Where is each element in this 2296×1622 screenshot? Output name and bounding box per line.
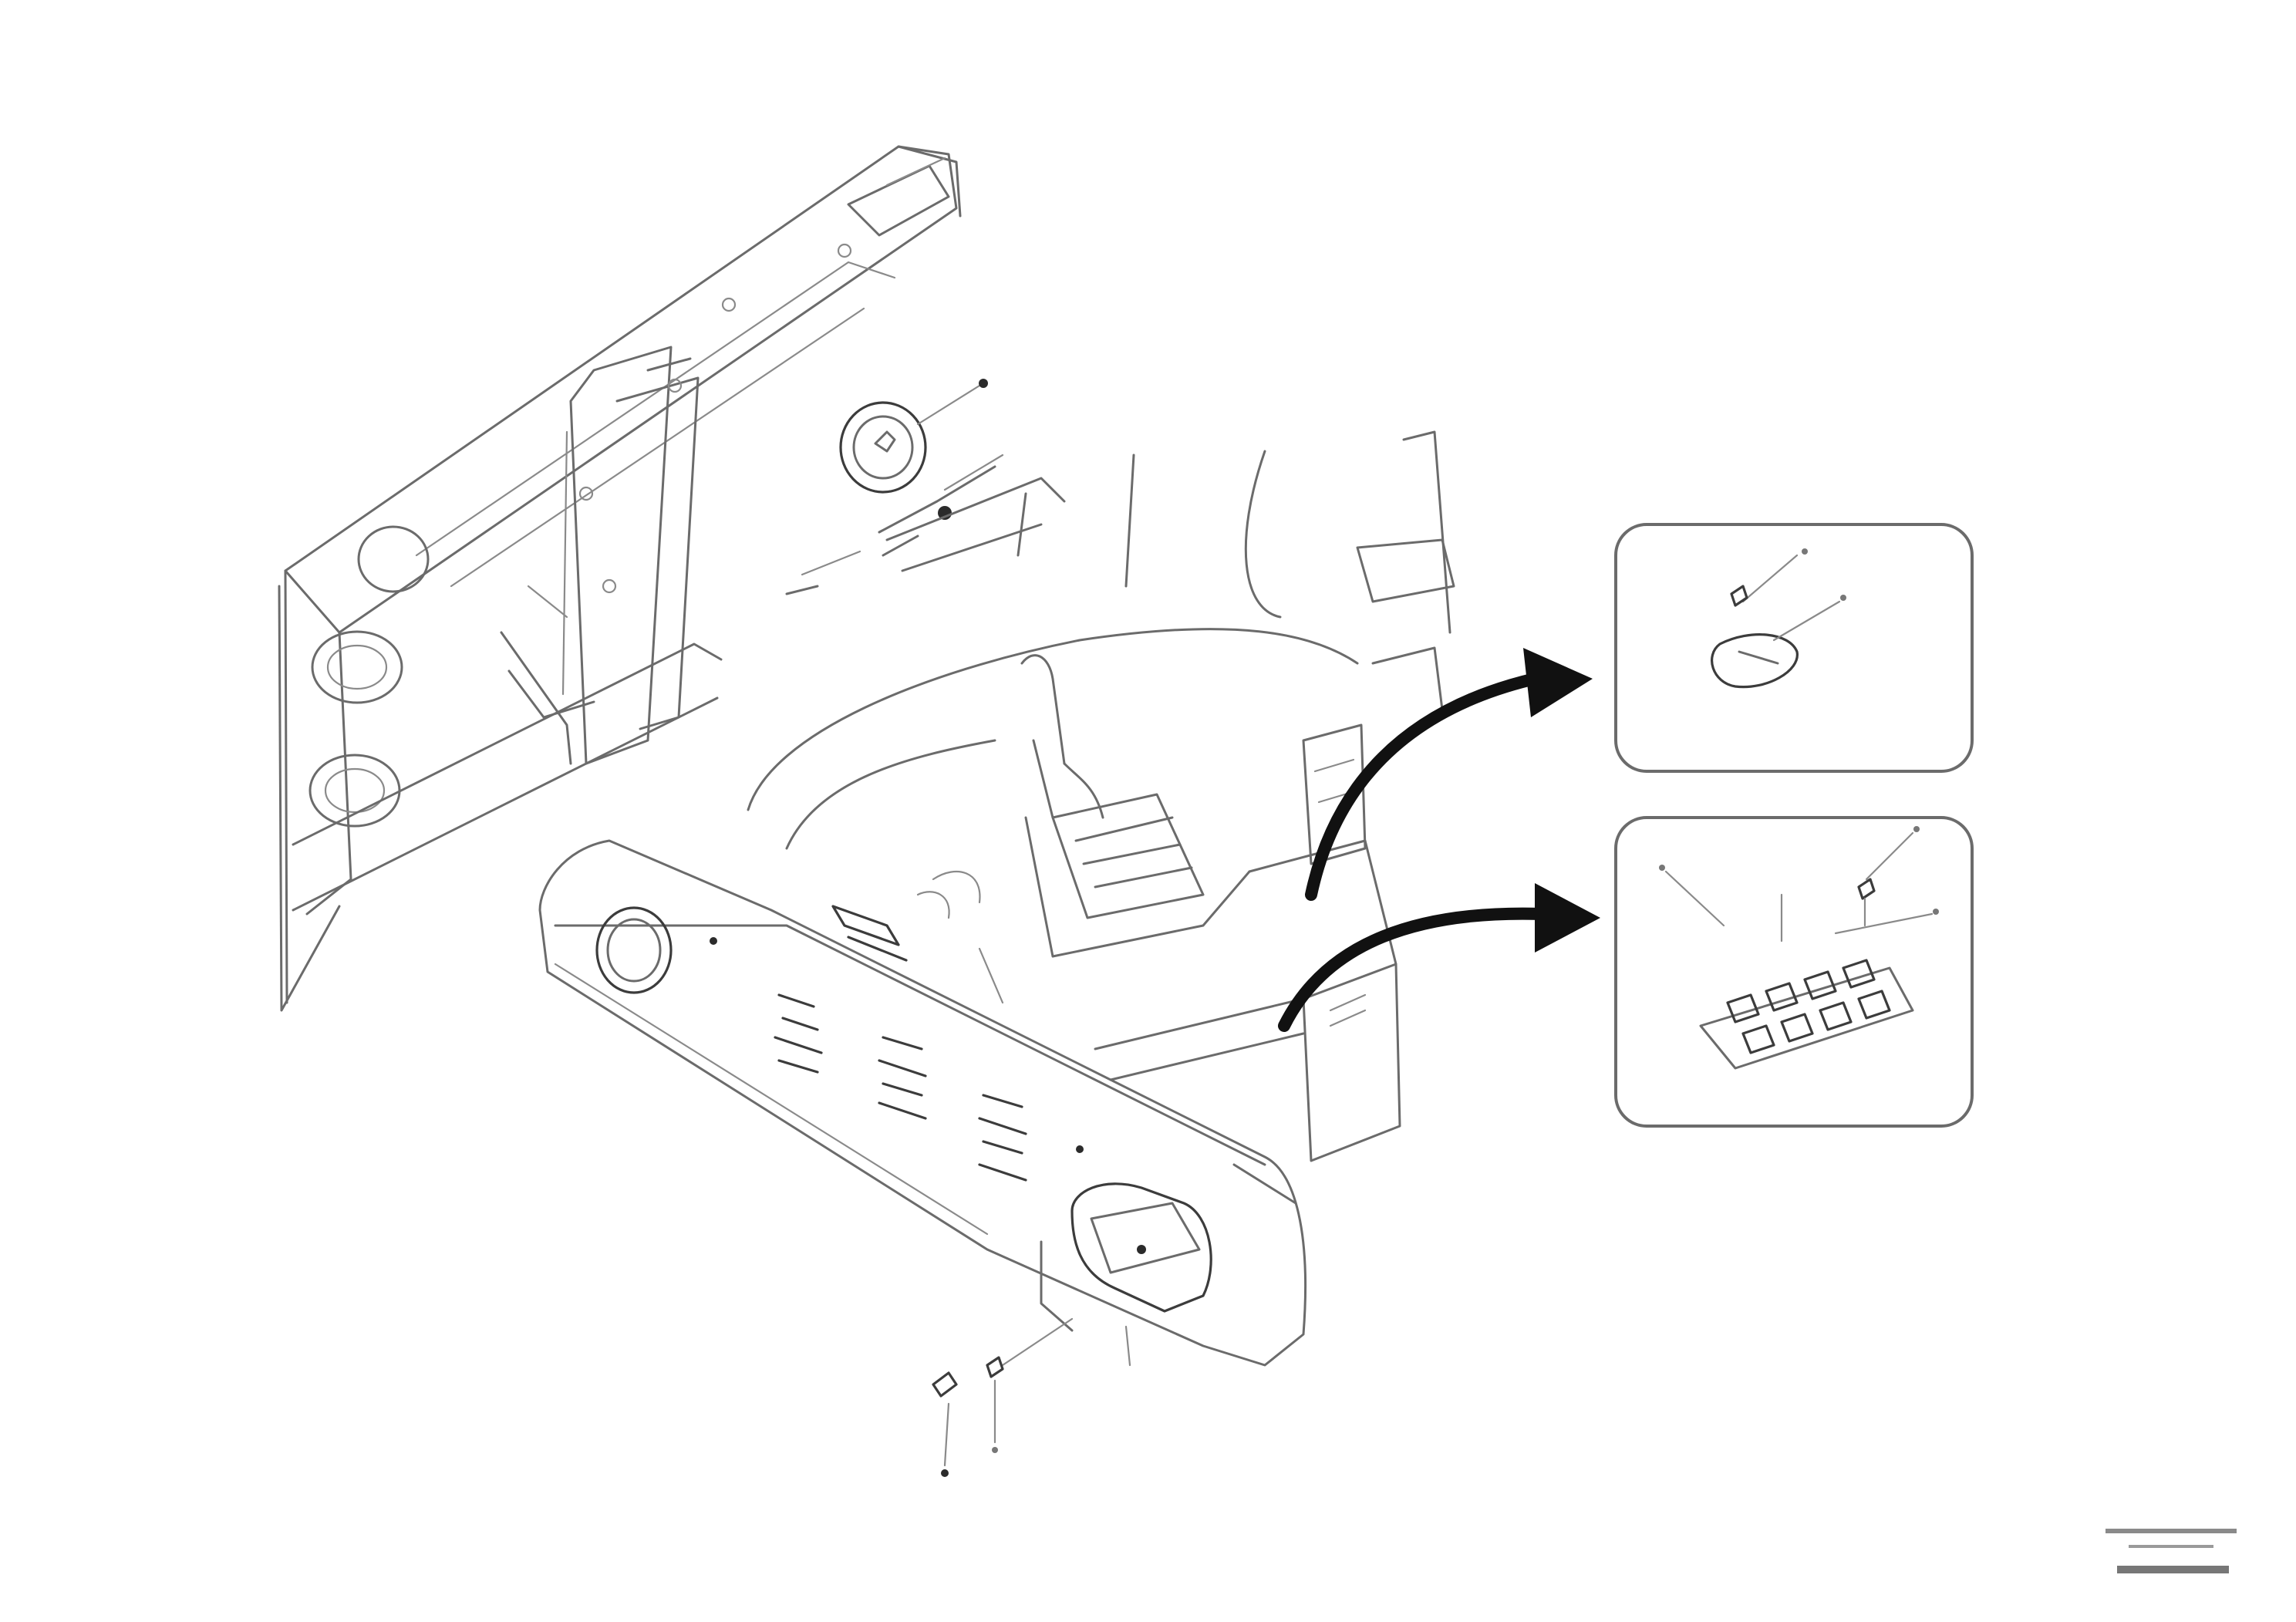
window-pillar [500,243,852,765]
seat-console [747,430,1455,850]
reference-marks [2106,1529,2237,1573]
detail-arrows [1278,648,1600,1032]
switch-column-1 [774,993,823,1074]
cab-side-panel [278,145,962,1012]
keypad-module [1040,1182,1212,1332]
front-instrument-panel [538,839,1307,1367]
panel-hardware [932,1317,1131,1477]
console-side-box [1094,646,1444,1205]
switch-column-2 [878,1036,927,1120]
switch-column-3 [978,1094,1027,1182]
detail-view-bottom [1614,816,1974,1128]
control-joystick [916,654,1251,1004]
round-gauge-unit [839,379,1004,557]
detail-view-top [1614,523,1974,773]
